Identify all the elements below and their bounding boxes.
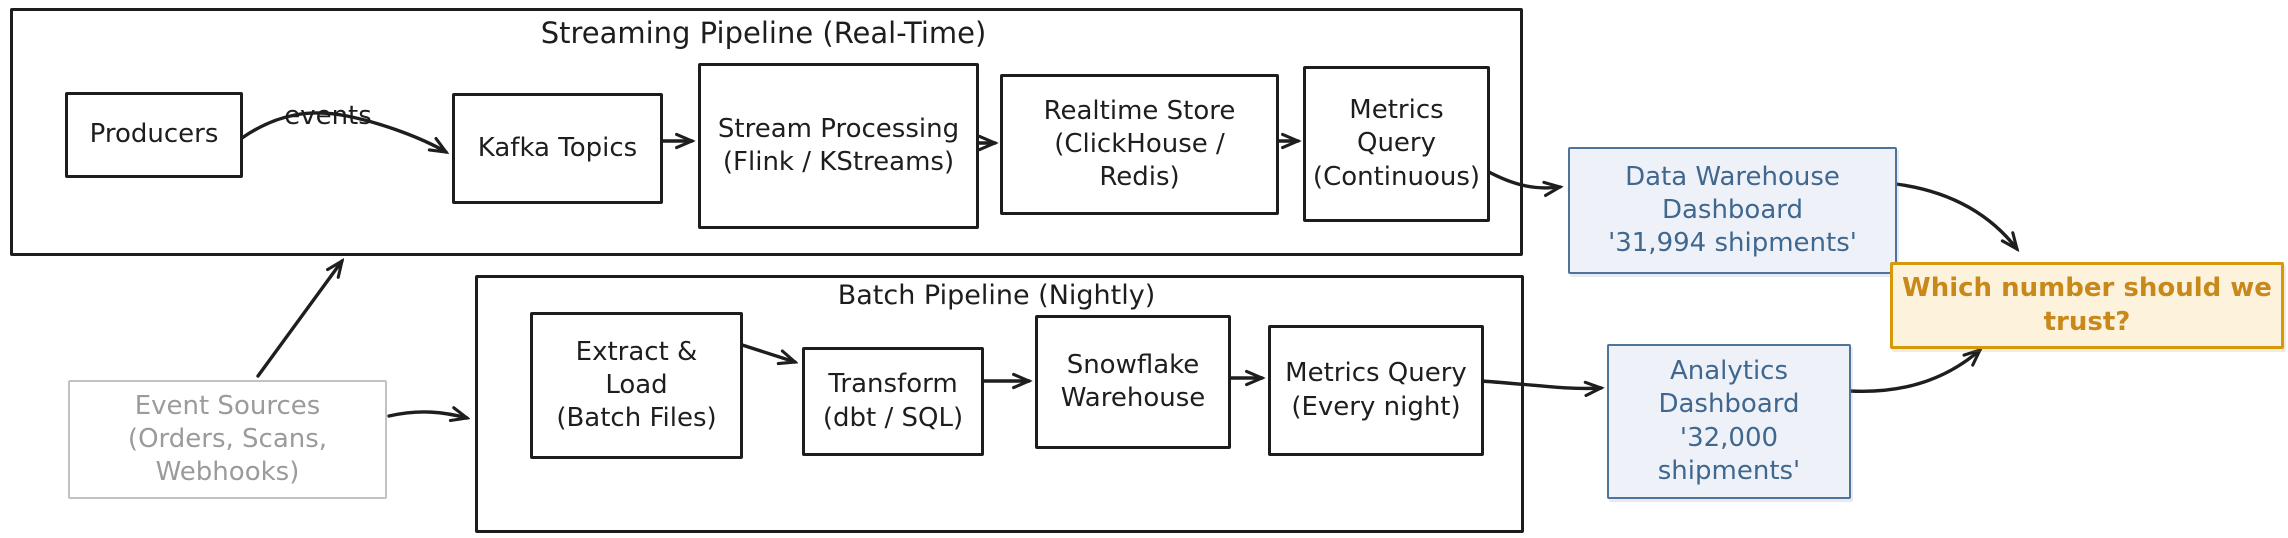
node-metrics-query-continuous: Metrics Query (Continuous) — [1303, 66, 1490, 222]
node-data-warehouse-dashboard: Data Warehouse Dashboard '31,994 shipmen… — [1568, 147, 1897, 274]
node-event-sources: Event Sources (Orders, Scans, Webhooks) — [68, 380, 387, 499]
streaming-pipeline-title: Streaming Pipeline (Real-Time) — [540, 16, 987, 50]
node-kafka-topics: Kafka Topics — [452, 93, 663, 204]
node-realtime-store: Realtime Store (ClickHouse / Redis) — [1000, 74, 1279, 215]
node-analytics-dashboard: Analytics Dashboard '32,000 shipments' — [1607, 344, 1851, 499]
node-extract-load: Extract & Load (Batch Files) — [530, 312, 743, 459]
arrow-analytics-to-question — [1848, 350, 1980, 394]
node-question-which-number: Which number should we trust? — [1890, 262, 2284, 349]
node-stream-processing: Stream Processing (Flink / KStreams) — [698, 63, 979, 229]
node-metrics-query-nightly: Metrics Query (Every night) — [1268, 325, 1484, 456]
arrow-dw-dashboard-to-question — [1894, 182, 2017, 249]
node-snowflake-warehouse: Snowflake Warehouse — [1035, 315, 1231, 449]
arrow-event-sources-to-batch — [387, 412, 467, 418]
arrow-event-sources-to-streaming — [256, 261, 342, 378]
node-transform: Transform (dbt / SQL) — [802, 347, 984, 456]
node-producers: Producers — [65, 92, 243, 178]
batch-pipeline-title: Batch Pipeline (Nightly) — [837, 280, 1156, 311]
batch-pipeline-container — [475, 275, 1524, 533]
edge-label-events: events — [284, 101, 372, 131]
streaming-pipeline-container — [10, 8, 1523, 256]
